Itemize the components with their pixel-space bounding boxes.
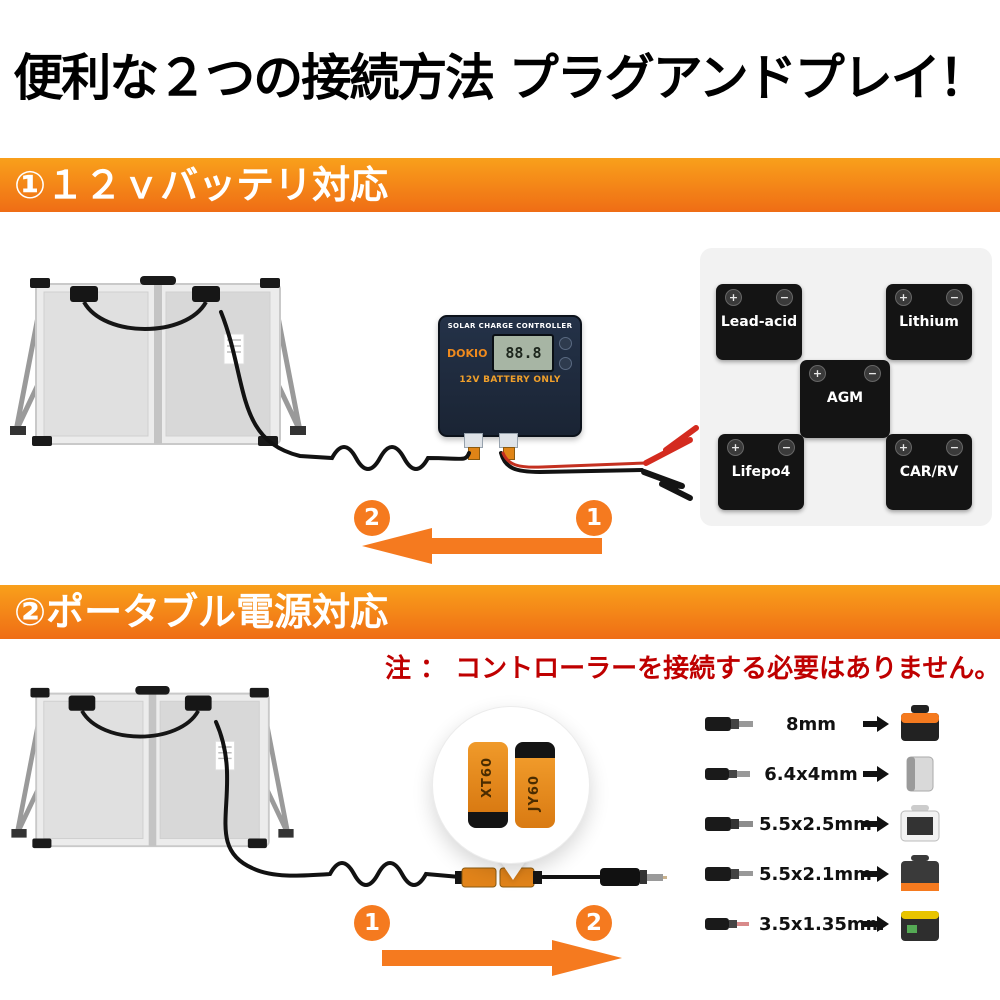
junction-box	[192, 286, 220, 302]
solar-panel-illustration-2	[11, 686, 294, 849]
battery-car-rv: + − CAR/RV	[886, 434, 972, 510]
junction-box	[68, 695, 96, 711]
minus-terminal-icon: −	[776, 289, 793, 306]
controller-battery-label: 12V BATTERY ONLY	[459, 375, 561, 385]
dc-adapter-icon	[705, 867, 753, 881]
plus-terminal-icon: +	[727, 439, 744, 456]
arrow-icon	[863, 916, 889, 932]
power-bank-icon	[906, 756, 934, 792]
alligator-clips-icon	[641, 425, 699, 501]
section1-banner: ①１２ｖバッテリ対応	[0, 158, 1000, 212]
dc-adapter-icon	[705, 918, 749, 930]
spec-sticker	[214, 740, 235, 771]
controller-lcd: 88.8	[492, 334, 555, 372]
jy60-label: JY60	[527, 774, 542, 812]
battery-label: CAR/RV	[899, 464, 959, 480]
flow-arrow-left-icon	[362, 528, 602, 564]
junction-box	[184, 695, 212, 711]
jy60-connector: JY60	[514, 742, 555, 828]
adapter-size: 3.5x1.35mm	[759, 913, 885, 935]
step-number: 1	[363, 910, 380, 936]
power-station-icon	[901, 911, 939, 941]
step-badge-1: 1	[576, 500, 612, 536]
section2-banner: ②ポータブル電源対応	[0, 585, 1000, 639]
spec-sticker	[223, 333, 245, 365]
adapter-row-8mm: 8mm	[703, 705, 995, 742]
step-badge-2: 2	[354, 500, 390, 536]
dc-adapter-icon	[705, 768, 750, 780]
controller-brand: DOKIO	[447, 346, 488, 360]
power-station-icon	[901, 855, 939, 891]
plus-terminal-icon: +	[895, 439, 912, 456]
minus-terminal-icon: −	[864, 365, 881, 382]
section1-banner-text: ①１２ｖバッテリ対応	[14, 163, 389, 207]
adapter-size: 5.5x2.5mm	[759, 813, 872, 835]
arrow-icon	[863, 816, 889, 832]
power-station-icon	[900, 805, 940, 842]
battery-label: Lead-acid	[720, 314, 798, 330]
power-station-icon	[901, 705, 939, 741]
section2-banner-text: ②ポータブル電源対応	[14, 590, 389, 634]
xt60-connector: XT60	[467, 742, 508, 828]
plus-terminal-icon: +	[725, 289, 742, 306]
arrow-icon	[863, 766, 889, 782]
adapter-row-6-4x4mm: 6.4x4mm	[703, 756, 995, 792]
arrow-icon	[863, 716, 889, 732]
step-number: 2	[585, 910, 602, 936]
lcd-digits: 88.8	[505, 344, 542, 362]
plus-terminal-icon: +	[895, 289, 912, 306]
battery-lithium: + − Lithium	[886, 284, 972, 360]
charge-controller: SOLAR CHARGE CONTROLLER DOKIO 88.8 12V B…	[438, 315, 582, 460]
battery-lead-acid: + − Lead-acid	[716, 284, 802, 360]
adapter-row-5-5x2-5mm: 5.5x2.5mm	[703, 805, 995, 842]
battery-label: Lithium	[899, 314, 959, 330]
step-number: 2	[363, 505, 380, 531]
controller-port	[464, 433, 483, 460]
dc-plug-icon	[600, 868, 667, 886]
battery-lifepo4: + − Lifepo4	[718, 434, 804, 510]
battery-types-panel: + − Lead-acid + − Lithium + − AGM + − Lifepo…	[700, 248, 992, 526]
step-badge-1: 1	[354, 905, 390, 941]
plus-terminal-icon: +	[809, 365, 826, 382]
adapter-size: 6.4x4mm	[764, 763, 858, 785]
connector-magnifier: XT60 JY60	[432, 706, 590, 864]
battery-cable-black	[499, 451, 644, 475]
dc-adapter-icon	[705, 817, 753, 831]
page-title: 便利な２つの接続方法 プラグアンドプレイ！	[13, 49, 988, 107]
solar-panel-illustration-1	[10, 276, 306, 446]
minus-terminal-icon: −	[946, 289, 963, 306]
minus-terminal-icon: −	[946, 439, 963, 456]
controller-port	[499, 433, 518, 460]
battery-label: Lifepo4	[731, 464, 791, 480]
adapter-row-5-5x2-1mm: 5.5x2.1mm	[703, 855, 995, 892]
adapter-list: 8mm 6.4x4mm 5.5x2.5mm	[703, 705, 995, 942]
controller-button	[559, 336, 573, 350]
step-number: 1	[585, 505, 602, 531]
controller-header-text: SOLAR CHARGE CONTROLLER	[447, 322, 573, 330]
controller-button	[559, 356, 573, 370]
battery-label: AGM	[826, 390, 864, 406]
controller-ports	[464, 433, 518, 460]
note-text: 注 ： コントローラーを接続する必要はありません。	[385, 654, 1000, 684]
arrow-icon	[863, 866, 889, 882]
dc-adapter-icon	[705, 717, 753, 731]
junction-box	[70, 286, 98, 302]
adapter-row-3-5x1-35mm: 3.5x1.35mm	[703, 906, 995, 942]
xt60-label: XT60	[480, 756, 495, 798]
adapter-size: 5.5x2.1mm	[759, 863, 872, 885]
battery-agm: + − AGM	[800, 360, 890, 438]
battery-cable-red	[501, 451, 648, 469]
adapter-size: 8mm	[785, 713, 837, 735]
step-badge-2: 2	[576, 905, 612, 941]
controller-buttons	[559, 336, 573, 370]
minus-terminal-icon: −	[778, 439, 795, 456]
flow-arrow-right-icon	[382, 940, 622, 976]
